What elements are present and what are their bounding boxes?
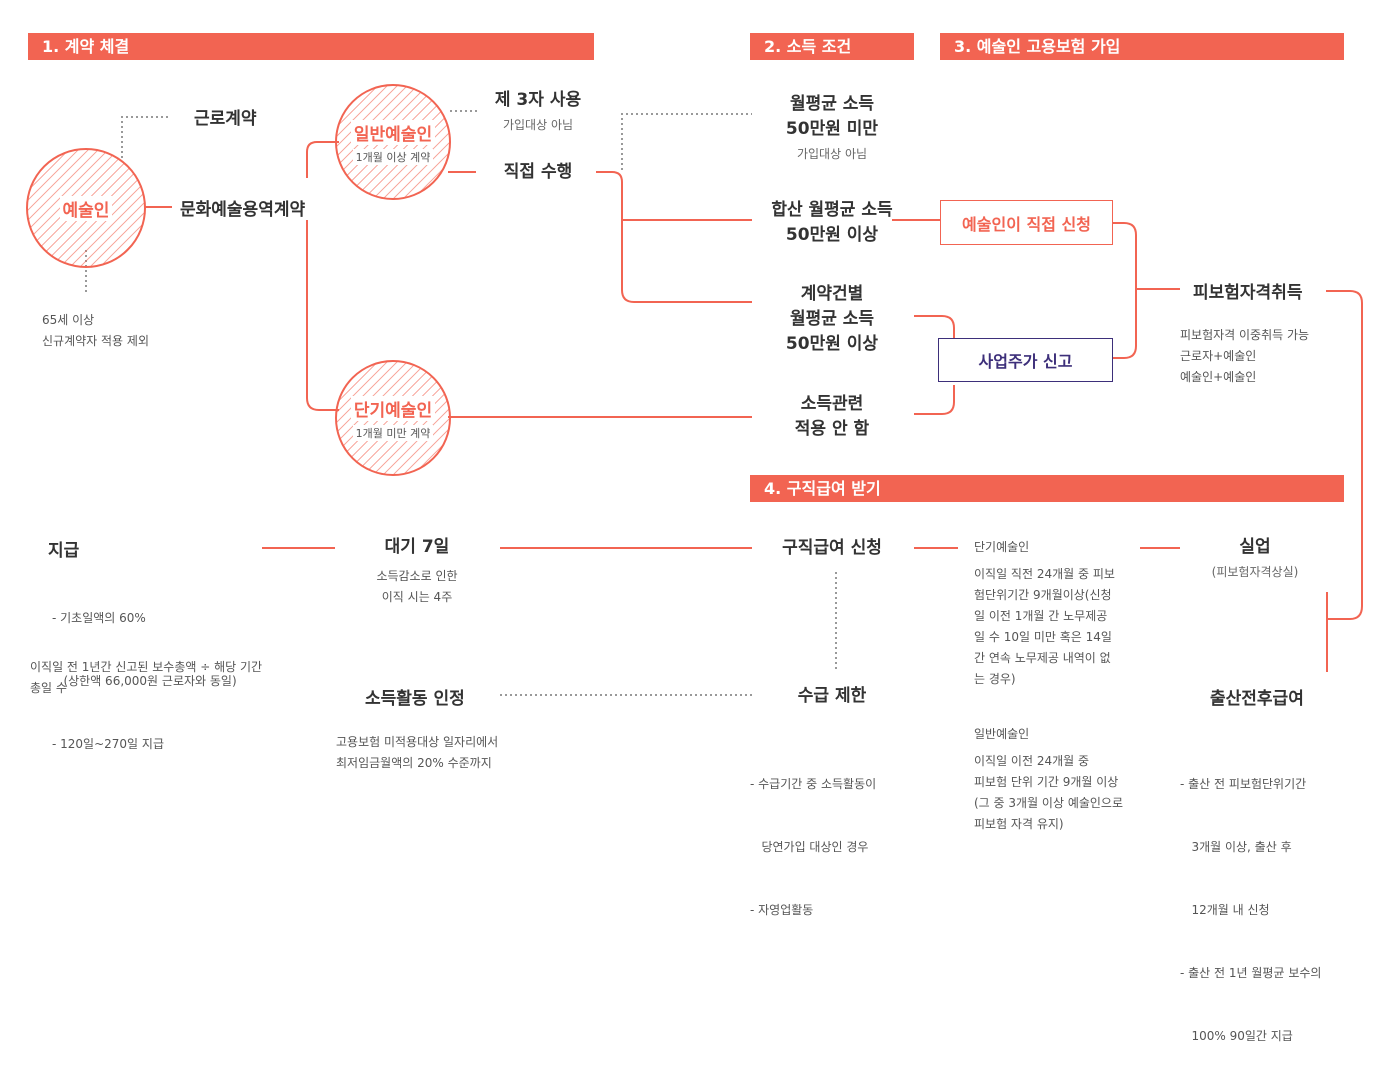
pay-items: - 기초일액의 60% (상한액 66,000원 근로자와 동일) - 120일… [52,566,237,776]
wait-title: 대기 7일 [384,537,450,557]
short-condition-line: 험단위기간 9개월이상(신청 [974,588,1112,602]
pay-note-line: 총일 수 [30,681,67,695]
wait-node: 대기 7일 소득감소로 인한 이직 시는 4주 [342,535,492,608]
employer-report-box: 사업주가 신고 [938,338,1113,382]
direct-title: 직접 수행 [503,162,573,182]
wait-note-line: 소득감소로 인한 [376,569,458,583]
artist-note-line: 65세 이상 [42,313,95,327]
artist-note-line: 신규계약자 적용 제외 [42,334,149,348]
artist-note: 65세 이상 신규계약자 적용 제외 [42,310,149,352]
direct-node: 직접 수행 [478,160,598,185]
income-below-sub: 가입대상 아님 [796,147,868,161]
pay-note-line: 이직일 전 1년간 신고된 보수총액 ÷ 해당 기간 [30,660,263,674]
maternity-items: - 출산 전 피보험단위기간 3개월 이상, 출산 후 12개월 내 신청 - … [1180,732,1321,1068]
self-apply-box: 예술인이 직접 신청 [940,200,1113,245]
connector-lines [85,110,1363,696]
income-per-contract-node: 계약건별 월평균 소득 50만원 이상 [752,282,912,357]
unemployed-sub: (피보험자격상실) [1211,565,1299,579]
third-party-node: 제 3자 사용 가입대상 아님 [478,88,598,133]
third-party-sub: 가입대상 아님 [502,118,574,132]
header-step2: 2. 소득 조건 [750,33,914,60]
limit-item: - 수급기간 중 소득활동이 [750,777,877,791]
limit-title: 수급 제한 [797,686,867,706]
acquire-note-line: 피보험자격 이중취득 가능 [1180,328,1310,342]
acquire-note-line: 근로자+예술인 [1180,349,1257,363]
income-not-applied-title: 소득관련 적용 안 함 [794,394,870,439]
maternity-item: 12개월 내 신청 [1180,903,1270,917]
acquire-note-line: 예술인+예술인 [1180,370,1257,384]
artist-circle: 예술인 [26,148,146,268]
general-condition-title: 일반예술인 [974,727,1030,741]
wait-note-line: 이직 시는 4주 [381,590,453,604]
general-condition-line: 피보험 단위 기간 9개월 이상 [974,775,1119,789]
income-activity-title: 소득활동 인정 [365,689,465,709]
short-condition-title: 단기예술인 [974,540,1030,554]
general-condition-line: (그 중 3개월 이상 예술인으로 [974,796,1124,810]
income-activity-notes: 고용보험 미적용대상 일자리에서 최저임금월액의 20% 수준까지 [336,732,498,774]
general-condition: 일반예술인 이직일 이전 24개월 중 피보험 단위 기간 9개월 이상 (그 … [974,724,1144,835]
income-not-applied-node: 소득관련 적용 안 함 [752,392,912,442]
header-step1: 1. 계약 체결 [28,33,594,60]
maternity-item: - 출산 전 피보험단위기간 [1180,777,1307,791]
header-step3: 3. 예술인 고용보험 가입 [940,33,1344,60]
acquire-notes: 피보험자격 이중취득 가능 근로자+예술인 예술인+예술인 [1180,325,1309,388]
short-condition-line: 간 연속 노무제공 내역이 없 [974,651,1111,665]
labor-contract-label: 근로계약 [194,109,257,129]
income-activity-line: 최저임금월액의 20% 수준까지 [336,756,492,770]
maternity-item: 3개월 이상, 출산 후 [1180,840,1292,854]
income-sum-title: 합산 월평균 소득 50만원 이상 [771,200,893,245]
pay-item: (상한액 66,000원 근로자와 동일) [52,674,237,688]
pay-item: - 기초일액의 60% [52,611,146,625]
short-condition-line: 는 경우) [974,672,1016,686]
pay-item: - 120일~270일 지급 [52,737,164,751]
general-artist-title: 일반예술인 [350,119,436,145]
short-artist-title: 단기예술인 [350,395,436,421]
unemployed-node: 실업 (피보험자격상실) [1190,535,1320,580]
general-condition-line: 피보험 자격 유지) [974,817,1064,831]
unemployed-title: 실업 [1239,537,1271,557]
artist-label: 예술인 [59,195,113,221]
header-step4: 4. 구직급여 받기 [750,475,1344,502]
pay-note: 이직일 전 1년간 신고된 보수총액 ÷ 해당 기간 총일 수 [30,657,262,699]
general-condition-line: 이직일 이전 24개월 중 [974,754,1090,768]
income-below-title: 월평균 소득 50만원 미만 [785,94,879,139]
benefit-apply-title: 구직급여 신청 [782,538,882,558]
acquire-title: 피보험자격취득 [1193,283,1303,303]
income-activity-line: 고용보험 미적용대상 일자리에서 [336,735,499,749]
income-below-node: 월평균 소득 50만원 미만 가입대상 아님 [752,92,912,162]
short-condition: 단기예술인 이직일 직전 24개월 중 피보 험단위기간 9개월이상(신청 일 … [974,537,1134,690]
third-party-title: 제 3자 사용 [494,90,582,110]
maternity-title: 출산전후급여 [1210,689,1304,709]
short-artist-circle: 단기예술인 1개월 미만 계약 [335,360,451,476]
income-sum-node: 합산 월평균 소득 50만원 이상 [742,198,922,248]
short-condition-line: 이직일 직전 24개월 중 피보 [974,567,1115,581]
wait-notes: 소득감소로 인한 이직 시는 4주 [342,566,492,608]
pay-title: 지급 [48,541,80,561]
income-per-contract-title: 계약건별 월평균 소득 50만원 이상 [785,284,879,354]
short-artist-sub: 1개월 미만 계약 [352,424,434,441]
maternity-item: - 출산 전 1년 월평균 보수의 [1180,966,1322,980]
culture-contract-label: 문화예술용역계약 [180,200,306,220]
general-artist-circle: 일반예술인 1개월 이상 계약 [335,84,451,200]
short-condition-line: 일 이전 1개월 간 노무제공 [974,609,1108,623]
limit-items: - 수급기간 중 소득활동이 당연가입 대상인 경우 - 자영업활동 [750,732,876,942]
limit-item: 당연가입 대상인 경우 [750,840,869,854]
short-condition-line: 일 수 10일 미만 혹은 14일 [974,630,1112,644]
maternity-item: 100% 90일간 지급 [1180,1029,1293,1043]
limit-item: - 자영업활동 [750,903,814,917]
general-artist-sub: 1개월 이상 계약 [352,148,434,165]
limit-node: 수급 제한 [752,684,912,709]
benefit-apply-node: 구직급여 신청 [752,536,912,561]
